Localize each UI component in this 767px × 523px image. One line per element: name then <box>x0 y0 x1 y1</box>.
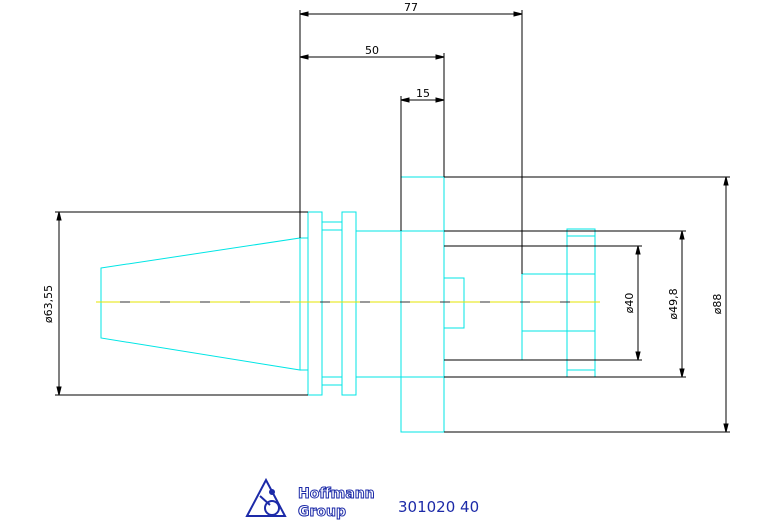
flange-ring-left <box>307 211 323 396</box>
logo-line-2: Group <box>298 504 346 520</box>
flange-ring-right <box>341 211 357 396</box>
dim-label-15: 15 <box>416 87 430 100</box>
bore-key <box>443 277 465 329</box>
dim-label-49-8: ø49,8 <box>667 288 680 319</box>
body <box>355 230 402 378</box>
dim-label-50: 50 <box>365 44 379 57</box>
flange-ring-inner <box>321 221 343 386</box>
dimension-lines <box>55 10 730 433</box>
logo-line-1: Hoffmann <box>298 486 375 502</box>
tool-holder-outline <box>100 176 596 433</box>
arbor <box>521 245 568 361</box>
part-number: 301020 40 <box>398 498 480 516</box>
collar <box>299 237 309 371</box>
taper-cone <box>100 237 301 371</box>
dim-label-77: 77 <box>404 1 418 14</box>
dim-label-63-55: ø63,55 <box>42 285 55 323</box>
dim-label-40: ø40 <box>623 293 636 314</box>
clamp-nut <box>566 228 596 378</box>
hoffmann-group-logo: Hoffmann Group <box>245 477 375 521</box>
dim-label-88: ø88 <box>711 294 724 315</box>
hoffmann-group-logo-icon <box>245 477 287 517</box>
disc-flange <box>400 176 445 433</box>
